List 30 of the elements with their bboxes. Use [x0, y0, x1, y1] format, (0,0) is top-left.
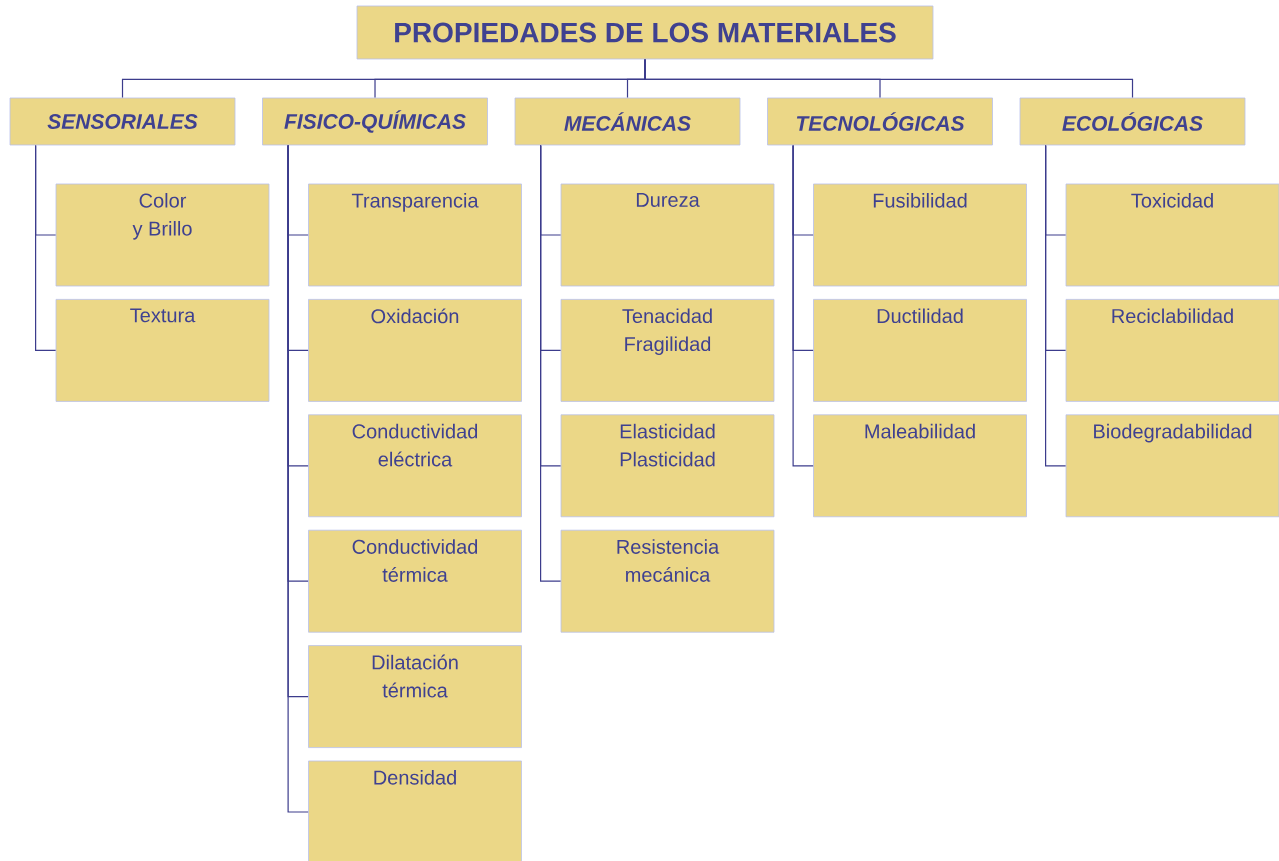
category-box: MECÁNICAS	[514, 97, 741, 146]
property-box: Fusibilidad	[813, 183, 1027, 287]
connector-line	[540, 144, 562, 582]
connector-line	[644, 58, 1134, 99]
title-box: PROPIEDADES DE LOS MATERIALES	[356, 5, 934, 60]
category-box: TECNOLÓGICAS	[767, 97, 993, 146]
connector-line	[287, 144, 309, 813]
property-box: Densidad	[308, 760, 522, 861]
category-box: FISICO-QUÍMICAS	[262, 97, 488, 146]
property-box: Color y Brillo	[55, 183, 270, 287]
property-box: Maleabilidad	[813, 414, 1027, 518]
property-box: Biodegradabilidad	[1065, 414, 1279, 518]
category-box: ECOLÓGICAS	[1019, 97, 1246, 146]
connector-line	[1045, 144, 1067, 467]
property-box: Oxidación	[308, 299, 522, 402]
property-box: Reciclabilidad	[1065, 299, 1279, 402]
property-box: Conductividad eléctrica	[308, 414, 522, 518]
property-box: Dureza	[560, 183, 775, 287]
property-box: Toxicidad	[1065, 183, 1279, 287]
property-box: Textura	[55, 299, 270, 402]
category-box: SENSORIALES	[9, 97, 236, 146]
connector-line	[792, 144, 814, 467]
property-box: Elasticidad Plasticidad	[560, 414, 775, 518]
property-box: Ductilidad	[813, 299, 1027, 402]
property-box: Resistencia mecánica	[560, 529, 775, 633]
property-box: Conductividad térmica	[308, 529, 522, 633]
property-box: Tenacidad Fragilidad	[560, 299, 775, 402]
property-box: Dilatación térmica	[308, 645, 522, 748]
connector-line	[35, 144, 57, 351]
property-box: Transparencia	[308, 183, 522, 287]
